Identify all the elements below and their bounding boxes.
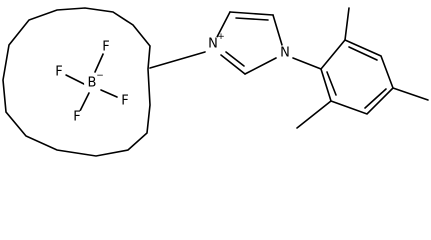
bond-ring-carbon-to-nitrogen	[149, 51, 206, 69]
methyl-bond-top	[344, 7, 350, 41]
nitrogen-atom-label: N	[280, 46, 290, 61]
bond-b-f-bottom	[79, 92, 90, 112]
fluorine-atom-label: F	[55, 65, 62, 80]
bond-b-f-right	[100, 89, 118, 98]
bond-n1-c2	[244, 57, 277, 75]
fluorine-atom-label: F	[102, 40, 109, 55]
imidazolium-ring: N + N	[205, 11, 293, 75]
benzene-double-bond-2	[364, 88, 387, 109]
cyclododecyl-ring	[2, 7, 151, 157]
fluorine-atom-label: F	[121, 94, 128, 109]
benzene-double-bond-1	[348, 46, 378, 61]
methyl-bond-bottom	[296, 100, 332, 129]
methyl-bond-right	[392, 87, 429, 101]
boron-negative-charge: −	[96, 71, 104, 81]
benzene-double-bond-3	[326, 71, 337, 96]
bond-c2-n3-inner	[225, 51, 245, 67]
boron-atom-label: B	[88, 76, 97, 91]
nitrogen-positive-charge: +	[217, 32, 225, 42]
bond-c2-n3	[220, 54, 246, 75]
bond-n3-c4	[215, 11, 231, 40]
bond-c5-n1	[272, 14, 283, 46]
mesityl-group	[296, 7, 429, 129]
bond-nitrogen-to-aryl	[292, 57, 322, 70]
bond-c4-c5	[229, 11, 274, 16]
nitrogen-cation-label: N	[208, 37, 218, 52]
bond-c4-c5-inner	[235, 17, 269, 21]
cyclododecane-ring-outline	[2, 7, 151, 157]
bond-b-f-top	[94, 51, 105, 73]
bond-b-f-left	[65, 74, 85, 85]
tetrafluoroborate-anion: F F F F B −	[52, 40, 132, 125]
chemical-structure-diagram: F F F F B − N + N	[2, 7, 429, 157]
fluorine-atom-label: F	[73, 110, 80, 125]
